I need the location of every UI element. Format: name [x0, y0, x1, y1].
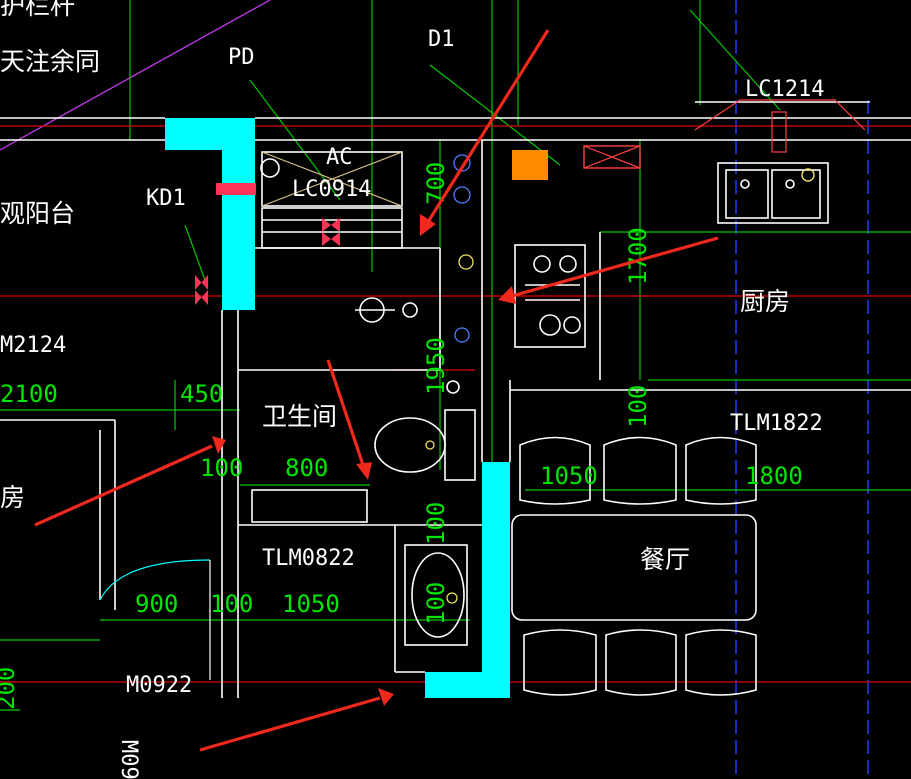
label-lc0914: LC0914	[292, 177, 371, 202]
dim-200: 200	[0, 667, 20, 710]
label-m09-vertical: M09	[116, 740, 141, 779]
dim-1700: 1700	[624, 227, 652, 285]
dim-100-e: 100	[422, 582, 450, 625]
dining-set	[511, 436, 757, 696]
top-text-2: 天注余同	[0, 47, 100, 76]
pink-markers	[195, 99, 866, 305]
label-lc1214: LC1214	[745, 77, 824, 102]
dim-100-c: 100	[624, 385, 652, 428]
dim-1050-b: 1050	[282, 590, 340, 618]
label-pd: PD	[228, 45, 255, 70]
dim-700: 700	[422, 162, 450, 205]
dim-450: 450	[180, 380, 223, 408]
dining-label: 餐厅	[640, 545, 690, 574]
stove	[514, 244, 586, 348]
label-m0922: M0922	[126, 673, 192, 698]
kitchen-label: 厨房	[740, 287, 790, 316]
annotation-arrows	[34, 29, 719, 752]
dim-100-d: 100	[422, 502, 450, 545]
balcony-rail	[0, 101, 911, 141]
cyan-walls	[165, 118, 510, 698]
label-tlm0822: TLM0822	[262, 546, 355, 571]
dim-1950: 1950	[422, 337, 450, 395]
dim-1800: 1800	[745, 462, 803, 490]
structural-walls	[0, 140, 911, 698]
label-d1: D1	[428, 27, 455, 52]
dim-2100: 2100	[0, 380, 58, 408]
door-swing-arc	[99, 559, 211, 601]
bathroom-label: 卫生间	[262, 402, 337, 431]
dim-100-b: 100	[210, 590, 253, 618]
label-m2124: M2124	[0, 333, 66, 358]
room-left-label: 房	[0, 483, 25, 512]
top-text-1: 护栏杆	[0, 0, 75, 20]
dim-900: 900	[135, 590, 178, 618]
balcony-label: 观阳台	[0, 199, 75, 228]
toilet	[374, 409, 476, 481]
dim-100-a: 100	[200, 454, 243, 482]
kitchen-sink	[717, 162, 829, 224]
ac-unit	[260, 151, 403, 249]
label-tlm1822: TLM1822	[730, 411, 823, 436]
dim-800: 800	[285, 454, 328, 482]
label-kd1: KD1	[146, 186, 186, 211]
label-ac: AC	[326, 145, 353, 170]
washbasin	[404, 544, 468, 646]
magenta-guide-line	[0, 0, 271, 151]
shower-fixtures	[355, 154, 474, 394]
bathroom-bench	[251, 489, 368, 523]
dim-1050-a: 1050	[540, 462, 598, 490]
